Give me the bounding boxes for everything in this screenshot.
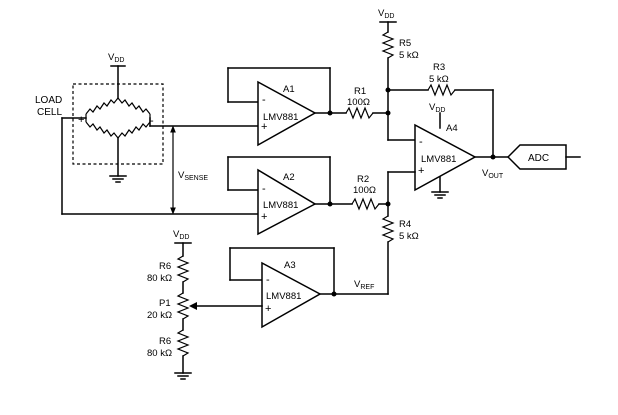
opamp-a4: - + LMV881 A4 <box>414 112 477 199</box>
load-cell-label-line2: CELL <box>37 107 62 118</box>
a3-inverting-input: - <box>266 274 270 286</box>
vdd-label-divider: VDD <box>173 229 189 241</box>
opamp-a3: - + LMV881 A3 <box>229 247 335 329</box>
resistor-r3 <box>427 83 456 97</box>
r5-value-label: 5 kΩ <box>399 50 419 61</box>
r4-name-label: R4 <box>399 219 411 230</box>
p1-wiper-arrow <box>189 302 197 310</box>
r6-bottom-name-label: R6 <box>159 336 171 347</box>
resistor-r2 <box>351 197 380 211</box>
vdd-label-bridge: VDD <box>108 52 124 64</box>
r2-value-label: 100Ω <box>353 185 376 196</box>
a4-name-label: A4 <box>446 123 458 134</box>
ground-symbol-bridge <box>109 175 127 183</box>
opamp-a1: - + LMV881 A1 <box>227 67 331 147</box>
r5-name-label: R5 <box>399 38 411 49</box>
resistor-r4 <box>381 215 395 243</box>
p1-name-label: P1 <box>159 298 171 309</box>
opamp-a2: - + LMV881 A2 <box>227 156 331 236</box>
a3-part-label: LMV881 <box>266 291 301 302</box>
adc-label: ADC <box>528 153 549 164</box>
resistor-r6-bottom <box>176 329 190 357</box>
load-cell-label-line1: LOAD <box>35 95 62 106</box>
r3-value-label: 5 kΩ <box>429 74 449 85</box>
resistor-r1 <box>345 106 374 120</box>
bridge-resistor-top-left <box>85 97 119 115</box>
vsense-label: VSENSE <box>178 170 208 182</box>
bridge-resistor-bottom-right <box>117 121 151 139</box>
ground-symbol-a4 <box>431 191 449 199</box>
a2-part-label: LMV881 <box>263 200 298 211</box>
load-cell-minus-terminal: - <box>150 115 154 127</box>
p1-value-label: 20 kΩ <box>147 310 172 321</box>
a2-noninverting-input: + <box>261 211 267 223</box>
r3-name-label: R3 <box>433 62 445 73</box>
load-cell: LOAD CELL + - <box>35 65 164 183</box>
a4-part-label: LMV881 <box>421 154 456 165</box>
bridge-resistor-top-right <box>117 97 151 115</box>
vdd-label-r5: VDD <box>378 8 394 20</box>
vdd-label-a4: VDD <box>429 102 445 114</box>
r6-top-name-label: R6 <box>159 261 171 272</box>
load-cell-plus-terminal: + <box>78 114 84 126</box>
a1-noninverting-input: + <box>261 121 267 133</box>
r4-value-label: 5 kΩ <box>399 231 419 242</box>
vout-label: VOUT <box>482 168 504 180</box>
vref-label: VREF <box>354 279 374 291</box>
r6-top-value-label: 80 kΩ <box>147 273 172 284</box>
a1-inverting-input: - <box>262 94 266 106</box>
a2-inverting-input: - <box>262 183 266 195</box>
a2-name-label: A2 <box>283 172 295 183</box>
a4-noninverting-input: + <box>418 165 424 177</box>
a4-inverting-input: - <box>419 136 423 148</box>
r1-value-label: 100Ω <box>347 97 370 108</box>
potentiometer-p1 <box>176 292 190 320</box>
resistor-r6-top <box>176 255 190 283</box>
a1-name-label: A1 <box>283 84 295 95</box>
resistor-r5 <box>381 31 395 59</box>
ground-symbol-divider <box>174 372 192 380</box>
r2-name-label: R2 <box>357 174 369 185</box>
adc-block: ADC <box>506 144 581 170</box>
a3-name-label: A3 <box>284 260 296 271</box>
a1-part-label: LMV881 <box>263 112 298 123</box>
r6-bottom-value-label: 80 kΩ <box>147 348 172 359</box>
bridge-resistor-bottom-left <box>85 121 119 139</box>
a3-noninverting-input: + <box>265 303 271 315</box>
r1-name-label: R1 <box>354 86 366 97</box>
